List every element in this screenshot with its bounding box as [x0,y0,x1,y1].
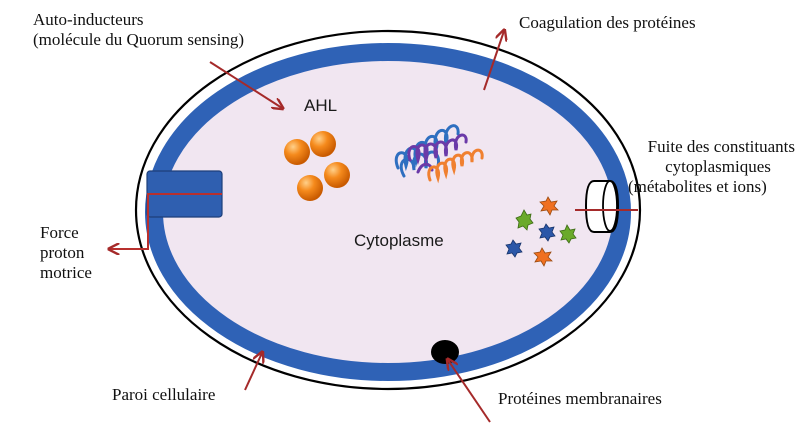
label-force-line1: Force [40,223,79,242]
ahl-sphere [297,175,323,201]
label-fuite-line3: (métabolites et ions) [628,177,767,196]
ahl-molecules [284,131,350,201]
ahl-sphere [284,139,310,165]
ion-green [515,209,534,231]
auto-inducteurs-arrow [209,61,282,108]
label-auto-inducteurs-line1: Auto-inducteurs [33,10,144,29]
ions-metabolites [505,196,577,267]
label-fuite-line1: Fuite des constituants [647,137,795,156]
label-auto-inducteurs-line2: (molécule du Quorum sensing) [33,30,245,49]
force-proton-arrow [110,195,149,249]
cell-membrane [145,43,631,381]
coagulation-arrow [483,31,504,91]
membrane-protein-arrow [448,360,491,423]
membrane-protein [431,340,459,364]
label-coagulation: Coagulation des protéines [519,13,696,32]
coagulated-proteins [394,124,484,184]
proton-pump [146,170,223,218]
label-auto-inducteurs: Auto-inducteurs (molécule du Quorum sens… [33,10,244,50]
ahl-sphere [310,131,336,157]
label-force-line3: motrice [40,263,92,282]
label-ahl: AHL [304,96,338,115]
label-force-line2: proton [40,243,85,262]
label-fuite-line2: cytoplasmiques [665,157,771,176]
ion-green [559,224,577,244]
label-cytoplasme: Cytoplasme [354,231,444,250]
protein-coil-orange [427,148,484,184]
label-force-proton: Force proton motrice [40,223,92,283]
ion-blue [538,223,556,242]
leak-channel [584,180,620,233]
ion-orange [539,196,559,216]
ahl-sphere [324,162,350,188]
label-proteines-membranaires: Protéines membranaires [498,389,662,408]
ion-orange [533,247,553,267]
label-fuite: Fuite des constituants cytoplasmiques (m… [628,137,800,197]
label-paroi: Paroi cellulaire [112,385,216,404]
ion-blue [505,239,523,258]
paroi-arrow [244,353,262,391]
